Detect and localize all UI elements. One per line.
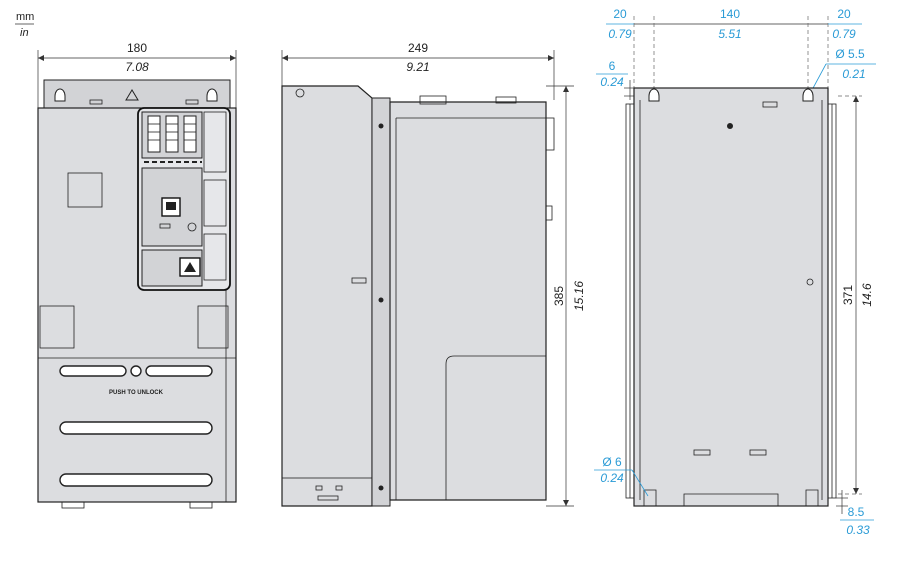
warning-triangle-icon xyxy=(125,89,139,101)
vent-slot-left xyxy=(59,365,127,377)
side-depth-mm: 249 xyxy=(408,41,428,55)
rear-body xyxy=(633,87,829,507)
rear-view: 20 0.79 140 5.51 20 0.79 6 0.24 Ø 5.5 0.… xyxy=(594,7,876,537)
units-legend: mm in xyxy=(15,11,34,39)
front-view: 180 7.08 xyxy=(37,41,237,509)
front-width-mm: 180 xyxy=(127,41,147,55)
rear-bottom-offset-in: 0.33 xyxy=(846,523,870,537)
side-depth-dimension: 249 9.21 xyxy=(281,41,555,100)
unit-in: in xyxy=(20,27,29,39)
rear-right-margin-in: 0.79 xyxy=(832,27,856,41)
rear-top-offset-mm: 6 xyxy=(609,59,616,73)
rear-left-margin-mm: 20 xyxy=(613,7,627,21)
vent-slot-right xyxy=(145,365,213,377)
rear-top-dimensions: 20 0.79 140 5.51 20 0.79 xyxy=(606,7,862,96)
vent-slot-bottom xyxy=(59,473,213,487)
front-keyhole-right xyxy=(206,88,218,102)
front-square-left xyxy=(39,305,75,349)
side-height-in: 15.16 xyxy=(572,281,586,311)
front-top-bracket xyxy=(43,79,231,109)
push-to-unlock-label: PUSH TO UNLOCK xyxy=(109,390,164,396)
unit-mm: mm xyxy=(16,11,34,23)
side-depth-in: 9.21 xyxy=(406,60,429,74)
side-bottom-foot xyxy=(281,477,373,507)
rear-vertical-dimension: 371 14.6 xyxy=(838,95,874,495)
rear-keyhole-left xyxy=(648,88,660,102)
rear-vertical-in: 14.6 xyxy=(860,283,874,307)
side-view: 249 9.21 385 15.16 xyxy=(281,41,586,507)
rear-bottom-hole-in: 0.24 xyxy=(600,471,624,485)
rear-bottom-offset-dimension: 8.5 0.33 xyxy=(836,490,874,537)
front-width-dimension: 180 7.08 xyxy=(37,41,237,110)
rear-top-offset-dimension: 6 0.24 xyxy=(596,59,640,100)
front-keyhole-left xyxy=(54,88,66,102)
front-square-upper xyxy=(67,172,103,208)
front-square-right xyxy=(197,305,229,349)
rear-left-margin-in: 0.79 xyxy=(608,27,632,41)
side-rear-section xyxy=(389,101,547,501)
rear-top-hole-in: 0.21 xyxy=(842,67,865,81)
vent-slot-middle xyxy=(59,421,213,435)
side-height-mm: 385 xyxy=(552,286,566,306)
rear-bottom-hole-dimension: Ø 6 0.24 xyxy=(594,455,649,497)
unlock-button[interactable] xyxy=(130,365,142,377)
rear-bottom-offset-mm: 8.5 xyxy=(848,505,865,519)
rear-hole-spacing-mm: 140 xyxy=(720,7,740,21)
rear-keyhole-right xyxy=(802,88,814,102)
status-led xyxy=(187,222,197,232)
terminal-pins xyxy=(147,115,197,153)
rear-top-hole-dimension: Ø 5.5 0.21 xyxy=(811,47,876,91)
rear-right-margin-mm: 20 xyxy=(837,7,851,21)
rear-bottom-hole-mm: Ø 6 xyxy=(602,455,622,469)
side-front-section xyxy=(281,85,373,507)
rear-hole-spacing-in: 5.51 xyxy=(718,27,741,41)
rear-top-hole-mm: Ø 5.5 xyxy=(835,47,865,61)
rear-vertical-mm: 371 xyxy=(841,285,855,305)
front-width-in: 7.08 xyxy=(125,60,149,74)
rear-top-offset-in: 0.24 xyxy=(600,75,624,89)
side-height-dimension: 385 15.16 xyxy=(546,85,586,507)
